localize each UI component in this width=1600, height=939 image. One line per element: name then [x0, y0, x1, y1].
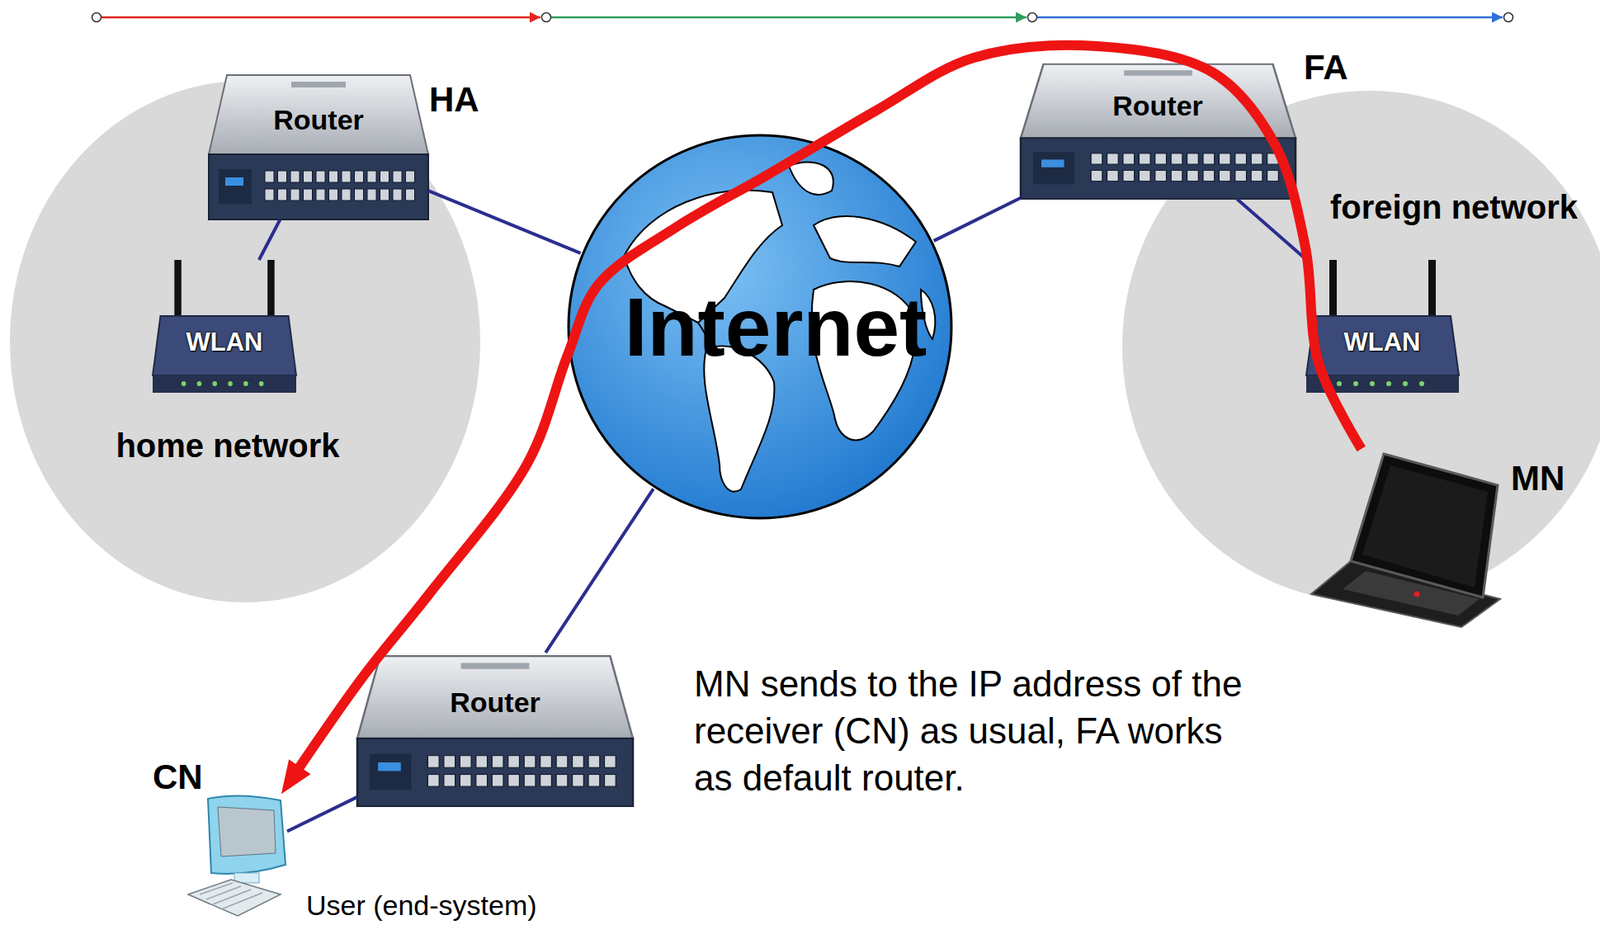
network-link	[934, 198, 1021, 241]
text-slot: Router	[449, 686, 541, 719]
text-slot: MN	[1510, 458, 1565, 499]
mobile-node-laptop: MN	[1311, 448, 1501, 628]
agent-label: FA	[1303, 47, 1349, 88]
router-shape	[208, 71, 429, 220]
wlan-access-point: WLAN	[1306, 259, 1459, 393]
text-slot: CN	[152, 757, 203, 798]
text-slot: foreign network	[1330, 188, 1578, 227]
router-shape	[357, 652, 633, 807]
network-label: foreign network	[1330, 188, 1578, 227]
device-label: Router	[273, 103, 364, 137]
foreign-network-region: foreign networkWLAN MN	[1122, 90, 1600, 603]
network-link	[545, 488, 654, 653]
text-slot: User (end-system)	[306, 889, 538, 922]
text-slot: WLAN	[186, 327, 264, 358]
text-slot: Internet	[624, 279, 928, 375]
network-label: Internet	[624, 279, 928, 375]
network-label: home network	[115, 426, 340, 465]
correspondent-node-computer: CNUser (end-system)	[188, 793, 288, 918]
correspondent-router: Router	[357, 652, 633, 807]
text-slot: HA	[429, 80, 480, 120]
laptop-shape	[1311, 448, 1501, 628]
node-label: CN	[152, 757, 203, 798]
wlan-access-point: WLAN	[152, 259, 297, 393]
caption-label: User (end-system)	[306, 889, 538, 922]
wlan-shape	[152, 259, 297, 393]
internet-globe: Internet	[566, 132, 954, 521]
network-link	[287, 797, 358, 832]
device-label: Router	[1112, 89, 1204, 123]
explanation-note: MN sends to the IP address of the receiv…	[693, 660, 1264, 803]
device-label: WLAN	[186, 327, 264, 358]
home-network-region: home network Router HA WLAN	[9, 80, 481, 603]
timeline-arrows	[92, 13, 1514, 23]
device-label: Router	[449, 686, 541, 719]
text-slot: Router	[273, 103, 364, 137]
foreign-agent-router: RouterFA	[1020, 61, 1296, 199]
text-slot: MN sends to the IP address of the receiv…	[693, 660, 1264, 803]
agent-label: HA	[429, 80, 480, 120]
router-shape	[1020, 61, 1296, 199]
text-slot: FA	[1303, 47, 1349, 88]
text-slot: Router	[1112, 89, 1204, 123]
computer-shape	[188, 793, 288, 918]
device-label: WLAN	[1344, 327, 1421, 358]
text-slot: home network	[115, 426, 340, 465]
home-agent-router: RouterHA	[208, 71, 429, 220]
node-label: MN	[1510, 458, 1565, 499]
text-slot: WLAN	[1344, 327, 1421, 358]
wlan-shape	[1306, 259, 1459, 393]
